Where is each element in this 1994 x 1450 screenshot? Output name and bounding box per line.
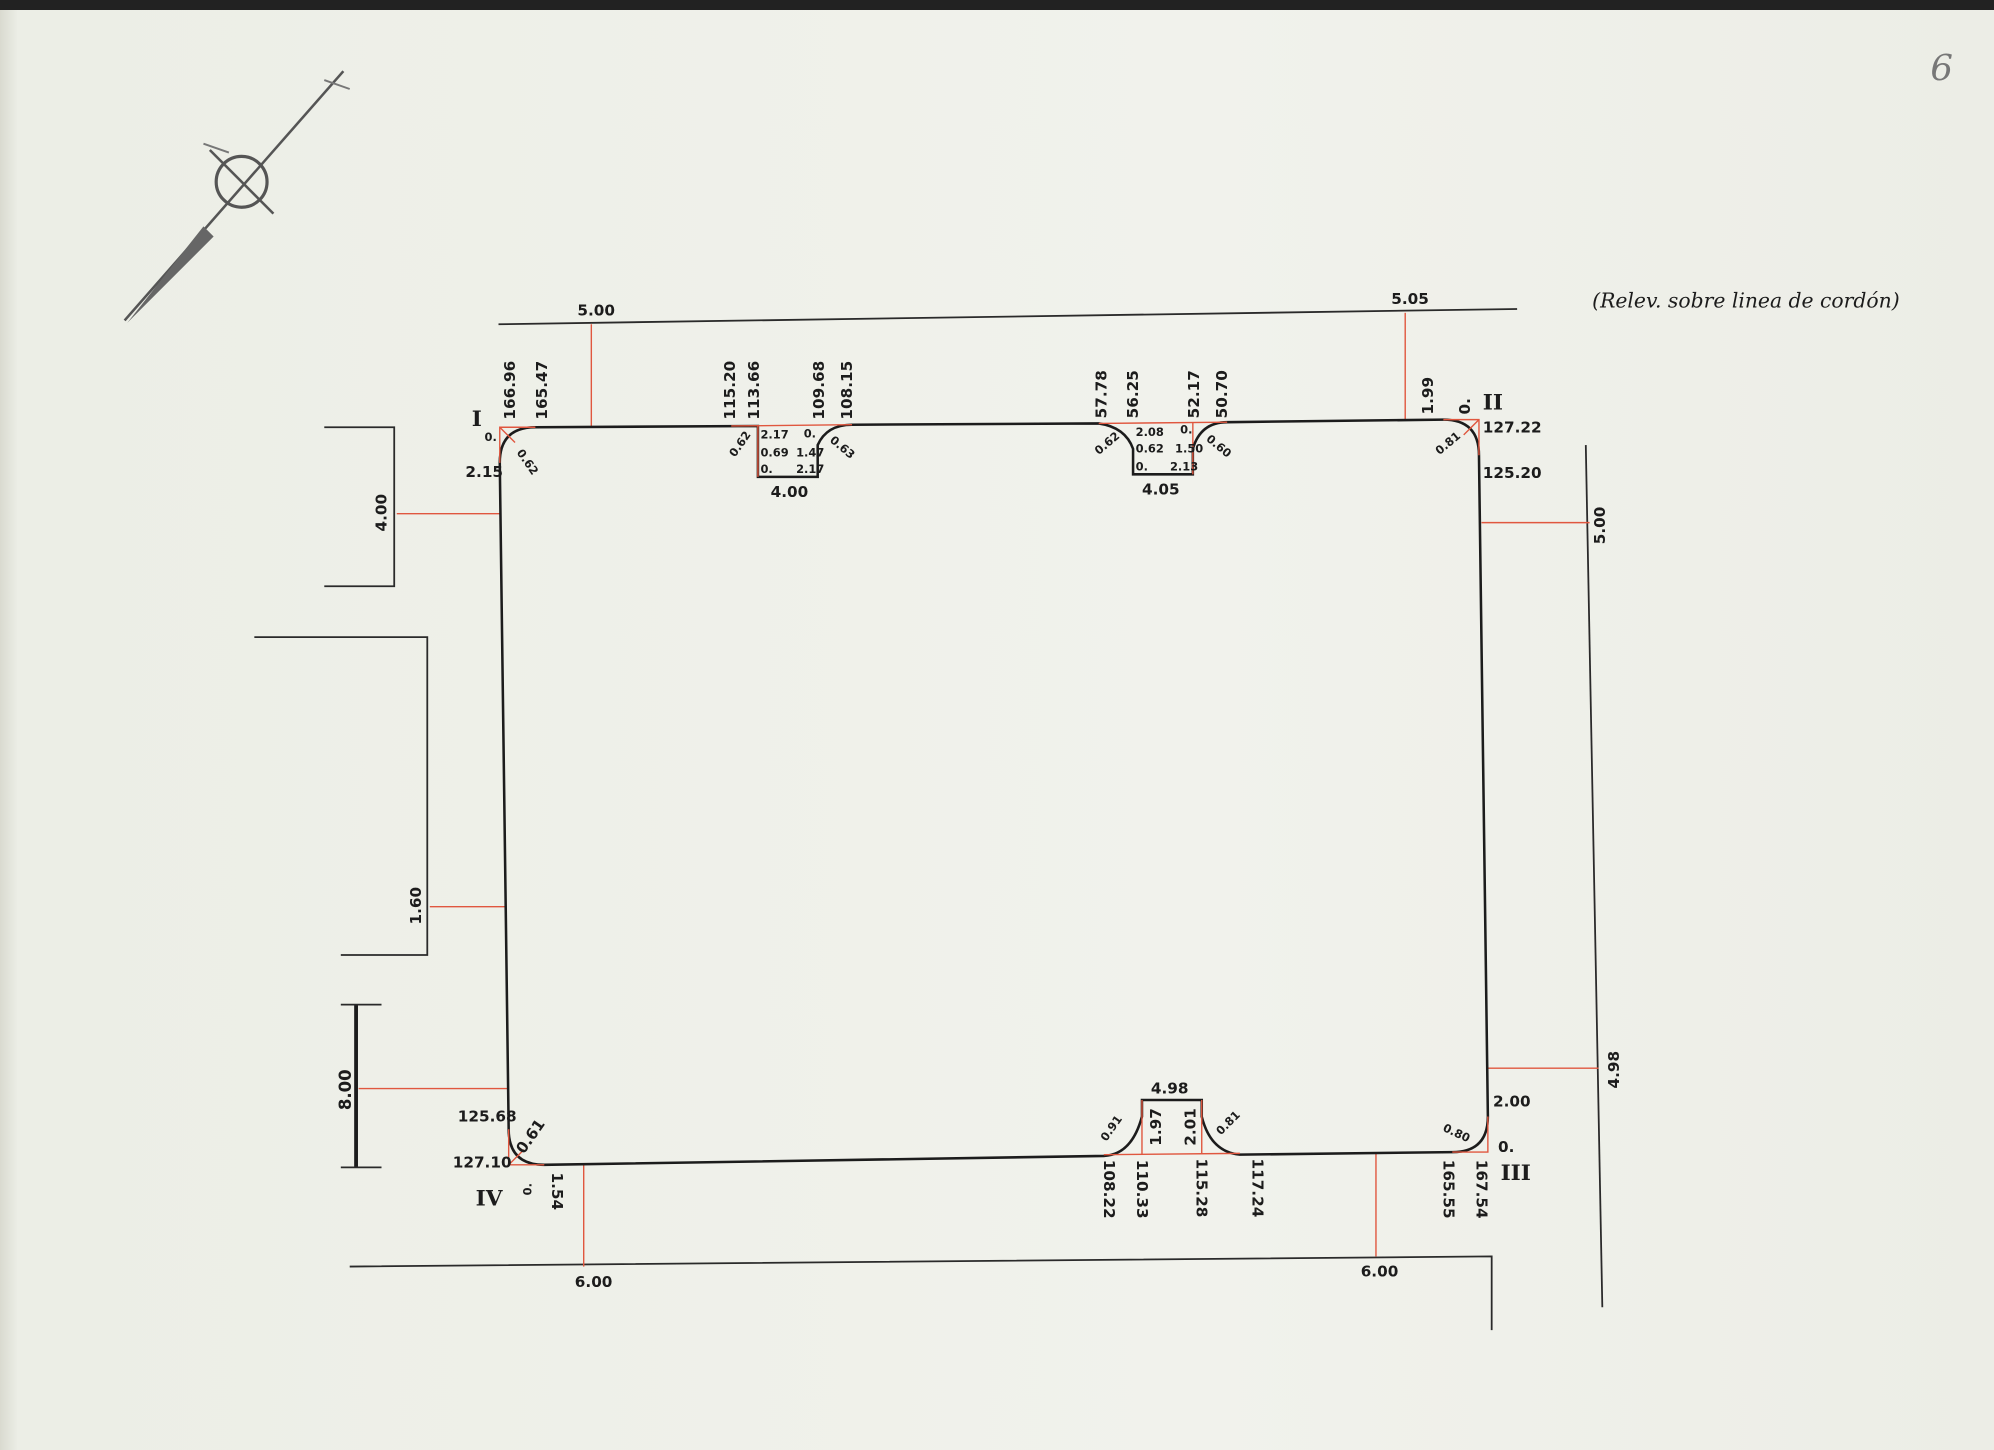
- dimension-label: 127.10: [453, 1153, 512, 1171]
- corner-IV-dimensions: 125.68 127.10 0. 0.61 1.54: [453, 1108, 566, 1211]
- dimension-label: 4.05: [1142, 481, 1180, 499]
- dimension-label: 1.54: [548, 1172, 566, 1210]
- notch-top-right-dimensions: 57.78 56.25 52.17 50.70 0.62 0.60 2.08 0…: [1092, 370, 1235, 499]
- setback-left-upper: 4.00: [373, 494, 391, 532]
- setback-right-lower: 4.98: [1605, 1051, 1623, 1089]
- setback-bottom-right: 6.00: [1361, 1263, 1399, 1281]
- dimension-label: 0.91: [1097, 1112, 1125, 1143]
- dimension-label: 0.69: [760, 446, 788, 460]
- setback-bottom-left: 6.00: [575, 1273, 613, 1291]
- dimension-label: 0.: [760, 462, 772, 476]
- dimension-label: 1.97: [1147, 1108, 1165, 1146]
- dimension-label: 115.28: [1193, 1158, 1211, 1217]
- dimension-label: 0.60: [1204, 432, 1235, 461]
- dimension-label: 4.98: [1151, 1080, 1189, 1098]
- dimension-label: 0.: [1498, 1138, 1514, 1156]
- dimension-label: 0.: [521, 1183, 535, 1195]
- dimension-label: 0.61: [512, 1116, 548, 1157]
- dimension-label: 0.62: [1092, 429, 1123, 458]
- dimension-label: 2.17: [760, 428, 788, 442]
- dimension-label: 4.00: [771, 483, 809, 501]
- dimension-label: 109.68: [810, 361, 828, 420]
- dimension-label: 0.62: [1136, 442, 1164, 456]
- dimension-label: 2.13: [1170, 459, 1198, 473]
- dimension-label: 0.: [804, 426, 816, 440]
- corner-construction-lines: [499, 418, 1489, 1166]
- survey-note: (Relev. sobre linea de cordón): [1592, 289, 1900, 313]
- dimension-label: 0.62: [726, 428, 754, 459]
- corner-II-dimensions: 1.99 0. 127.22 125.20 0.81: [1419, 377, 1541, 482]
- dimension-label: 165.55: [1439, 1160, 1457, 1219]
- setback-left-lower: 8.00: [336, 1069, 355, 1110]
- dimension-label: 2.01: [1181, 1108, 1199, 1146]
- dimension-label: 1.99: [1419, 377, 1437, 415]
- dimension-label: 2.17: [796, 462, 824, 476]
- corner-label-I: I: [472, 407, 482, 432]
- dimension-label: 0.: [1456, 398, 1474, 414]
- dimension-label: 117.24: [1249, 1158, 1267, 1217]
- dimension-label: 0.: [485, 430, 497, 444]
- dimension-label: 57.78: [1092, 370, 1110, 418]
- notch-top-left-dimensions: 115.20 113.66 109.68 108.15 0.62 0.63 2.…: [721, 361, 858, 501]
- reference-lines: [254, 308, 1604, 1331]
- corner-label-II: II: [1483, 390, 1503, 415]
- dimension-label: 110.33: [1133, 1160, 1151, 1219]
- dimension-label: 108.15: [838, 361, 856, 420]
- corner-label-III: III: [1501, 1161, 1531, 1186]
- corner-III-dimensions: 2.00 0.80 0. 165.55 167.54: [1439, 1092, 1530, 1218]
- dimension-label: 166.96: [501, 361, 519, 420]
- setback-left-middle: 1.60: [407, 887, 425, 925]
- setback-arrows: [358, 312, 1599, 1267]
- corner-label-IV: IV: [476, 1187, 504, 1212]
- dimension-label: 0.62: [514, 446, 542, 477]
- dimension-label: 0.: [1136, 459, 1148, 473]
- setback-top-left: 5.00: [577, 301, 615, 319]
- dimension-label: 56.25: [1124, 370, 1142, 418]
- lot-outline: [498, 418, 1490, 1167]
- page-number: 6: [1930, 48, 1953, 89]
- dimension-label: 0.: [1180, 423, 1192, 437]
- dimension-label: 52.17: [1185, 370, 1203, 418]
- dimension-label: 113.66: [745, 361, 763, 420]
- dimension-label: 0.81: [1432, 429, 1463, 458]
- dimension-label: 108.22: [1100, 1160, 1118, 1219]
- dimension-label: 0.81: [1213, 1108, 1243, 1138]
- lot-survey-drawing: 6 (Relev. sobre linea de cordón): [123, 48, 1953, 1331]
- corner-I-dimensions: 166.96 165.47 0. 2.15 0.62: [465, 361, 550, 481]
- dimension-label: 125.68: [458, 1108, 517, 1126]
- dimension-label: 2.00: [1493, 1092, 1531, 1110]
- dimension-label: 167.54: [1472, 1160, 1490, 1219]
- dimension-label: 0.63: [827, 433, 858, 462]
- setback-right-upper: 5.00: [1591, 507, 1609, 545]
- dimension-label: 50.70: [1213, 370, 1231, 418]
- dimension-label: 1.50: [1175, 442, 1203, 456]
- dimension-label: 127.22: [1483, 418, 1542, 436]
- dimension-label: 165.47: [533, 361, 551, 420]
- north-arrow-icon: [123, 70, 351, 323]
- dimension-label: 0.80: [1441, 1121, 1473, 1146]
- dimension-label: 125.20: [1483, 464, 1542, 482]
- dimension-label: 115.20: [721, 361, 739, 420]
- setback-top-right: 5.05: [1391, 290, 1429, 308]
- dimension-label: 2.08: [1136, 425, 1164, 439]
- dimension-label: 1.47: [796, 446, 824, 460]
- dimension-label: 2.15: [465, 463, 503, 481]
